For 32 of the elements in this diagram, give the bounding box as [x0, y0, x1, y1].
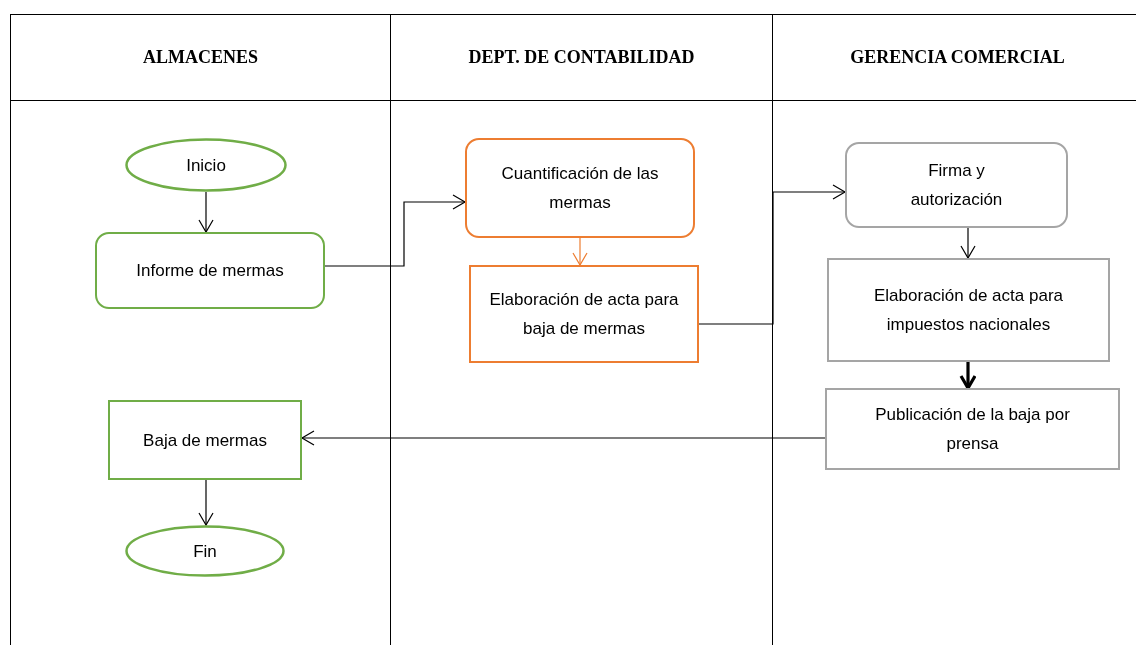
arrow [198, 479, 214, 526]
node-text: Fin [192, 540, 218, 563]
process-box [827, 258, 1110, 362]
node-text: Firma y autorización [909, 160, 1004, 211]
process-box [845, 142, 1068, 228]
arrow [301, 430, 826, 446]
node-text: Cuantificación de las mermas [500, 163, 660, 214]
node-text: Informe de mermas [135, 260, 285, 282]
arrow [324, 194, 466, 267]
node-text: Elaboración de acta para baja de mermas [488, 289, 680, 340]
swimlane [390, 14, 772, 645]
node-text: Elaboración de acta para impuestos nacionales [873, 285, 1064, 336]
lane-header: GERENCIA COMERCIAL [773, 15, 1136, 101]
arrow [572, 237, 588, 266]
process-box [825, 388, 1120, 470]
swimlane [772, 14, 1136, 645]
terminal-ellipse [125, 525, 285, 577]
arrow [960, 227, 976, 259]
process-box [95, 232, 325, 309]
swimlane [10, 14, 390, 645]
process-box [465, 138, 695, 238]
arrow [198, 191, 214, 233]
process-box [469, 265, 699, 363]
node-text: Publicación de la baja por prensa [874, 404, 1071, 455]
terminal-ellipse [125, 138, 287, 192]
arrow [698, 184, 846, 325]
node-text: Baja de mermas [142, 429, 268, 452]
node-text: Inicio [185, 154, 227, 177]
lane-header: DEPT. DE CONTABILIDAD [391, 15, 772, 101]
lane-header: ALMACENES [11, 15, 390, 101]
process-box [108, 400, 302, 480]
arrow [959, 362, 977, 390]
